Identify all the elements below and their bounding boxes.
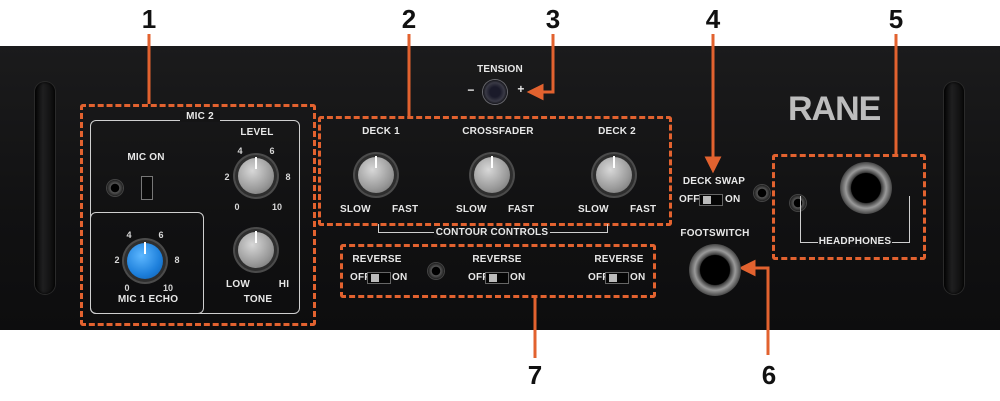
contour-crossfader-label: CROSSFADER (462, 126, 534, 137)
reverse-1-off: OFF (350, 272, 371, 283)
callout-2: 2 (401, 4, 417, 34)
callout-4: 4 (705, 4, 721, 34)
contour-controls-label: CONTOUR CONTROLS (434, 227, 550, 238)
reverse-3-label: REVERSE (594, 254, 644, 265)
headphones-section-highlight (772, 154, 926, 260)
reverse-1-switch[interactable] (367, 272, 391, 284)
deck-swap-label: DECK SWAP (682, 176, 746, 187)
footswitch-label: FOOTSWITCH (680, 228, 750, 239)
reverse-2-label: REVERSE (472, 254, 522, 265)
echo-scale-8: 8 (174, 255, 180, 265)
contour-deck2-fast: FAST (630, 204, 657, 215)
rane-logo: RANE (788, 90, 881, 128)
deck-swap-on: ON (725, 194, 741, 205)
echo-scale-10: 10 (162, 283, 173, 293)
level-scale-10: 10 (271, 202, 282, 212)
reverse-3-on: ON (630, 272, 646, 283)
reverse-screw (428, 263, 444, 279)
contour-deck2-slow: SLOW (578, 204, 609, 215)
level-scale-0: 0 (234, 202, 240, 212)
headphones-mini-jack[interactable] (790, 195, 806, 211)
tone-label: TONE (243, 294, 273, 305)
mic-on-label: MIC ON (127, 152, 165, 163)
callout-3: 3 (545, 4, 561, 34)
level-knob[interactable] (238, 157, 274, 194)
callout-6: 6 (761, 360, 777, 390)
callout-7: 7 (527, 360, 543, 390)
contour-deck1-knob[interactable] (358, 156, 394, 193)
reverse-3-switch[interactable] (605, 272, 629, 284)
tone-knob[interactable] (238, 231, 274, 268)
level-scale-8: 8 (285, 172, 291, 182)
reverse-3-off: OFF (588, 272, 609, 283)
tension-label: TENSION (477, 64, 523, 75)
tone-hi-label: HI (278, 279, 290, 290)
right-handle (944, 82, 964, 294)
headphones-jack[interactable] (840, 162, 892, 214)
contour-crossfader-fast: FAST (508, 204, 535, 215)
level-scale-4: 4 (237, 146, 243, 156)
echo-scale-4: 4 (126, 230, 132, 240)
mic1-echo-label: MIC 1 ECHO (117, 294, 179, 305)
contour-deck1-fast: FAST (392, 204, 419, 215)
level-label: LEVEL (240, 127, 274, 138)
left-handle (35, 82, 55, 294)
echo-scale-6: 6 (158, 230, 164, 240)
callout-1: 1 (141, 4, 157, 34)
mic-section-highlight (80, 104, 316, 326)
reverse-2-switch[interactable] (485, 272, 509, 284)
contour-deck1-slow: SLOW (340, 204, 371, 215)
reverse-1-on: ON (392, 272, 408, 283)
headphones-label: HEADPHONES (818, 236, 892, 247)
contour-crossfader-knob[interactable] (474, 156, 510, 193)
echo-scale-2: 2 (114, 255, 120, 265)
mic2-title: MIC 2 (180, 111, 220, 122)
reverse-section-highlight (340, 244, 656, 298)
tension-knob[interactable] (483, 80, 507, 104)
tension-minus: − (467, 83, 475, 97)
reverse-2-off: OFF (468, 272, 489, 283)
deck-swap-screw (754, 185, 770, 201)
deck-swap-off: OFF (679, 194, 700, 205)
mic1-echo-knob[interactable] (127, 242, 163, 279)
reverse-2-on: ON (510, 272, 526, 283)
reverse-1-label: REVERSE (352, 254, 402, 265)
mic-on-switch[interactable] (141, 176, 153, 200)
contour-deck2-label: DECK 2 (598, 126, 636, 137)
contour-deck2-knob[interactable] (596, 156, 632, 193)
echo-scale-0: 0 (124, 283, 130, 293)
contour-deck1-label: DECK 1 (362, 126, 400, 137)
tone-low-label: LOW (226, 279, 250, 290)
deck-swap-switch[interactable] (699, 194, 723, 206)
footswitch-jack[interactable] (689, 244, 741, 296)
callout-5: 5 (888, 4, 904, 34)
mic-screw (107, 180, 123, 196)
contour-crossfader-slow: SLOW (456, 204, 487, 215)
tension-plus: + (517, 82, 525, 96)
mic1-echo-frame (90, 212, 204, 314)
contour-section-highlight (318, 116, 672, 226)
level-scale-6: 6 (269, 146, 275, 156)
level-scale-2: 2 (224, 172, 230, 182)
